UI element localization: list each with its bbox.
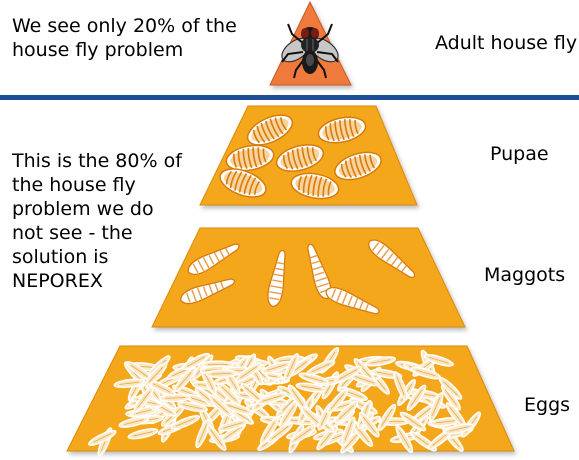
house-fly-icon — [281, 23, 339, 79]
hidden-problem-note: This is the 80% of the house fly problem… — [12, 150, 182, 292]
level-label-adult: Adult house fly — [435, 32, 578, 54]
level-label-eggs: Eggs — [524, 394, 571, 416]
level-label-maggots: Maggots — [484, 264, 566, 286]
divider-line — [0, 95, 579, 100]
level-label-pupae: Pupae — [490, 143, 549, 165]
apex-adult-fly-tier — [269, 0, 352, 86]
pupae-tier — [199, 105, 418, 206]
tagline-text: We see only 20% of the house fly problem — [12, 15, 237, 61]
maggots-tier — [151, 227, 466, 328]
eggs-tier — [66, 345, 515, 458]
